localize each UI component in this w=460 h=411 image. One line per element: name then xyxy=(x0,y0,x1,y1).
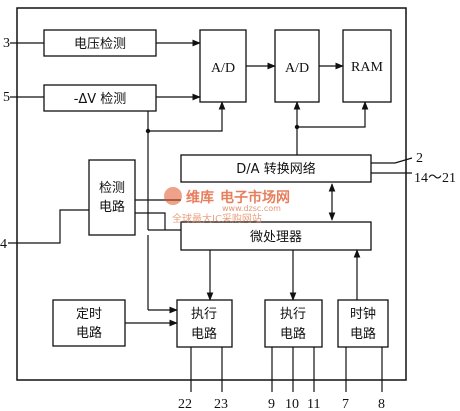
microprocessor-label: 微处理器 xyxy=(250,230,302,245)
ad1-label: A/D xyxy=(211,61,235,76)
detect-circuit-label-2: 电路 xyxy=(99,199,125,215)
da-network-label: D/A 转换网络 xyxy=(236,161,315,177)
voltage-detect-block: 电压检测 xyxy=(43,29,157,57)
watermark-site: 电子市场网 xyxy=(220,189,290,206)
timer-circuit-block: 定时 电路 xyxy=(52,299,126,347)
detect-circuit-label-1: 检测 xyxy=(99,181,125,196)
microprocessor-block: 微处理器 xyxy=(180,221,372,251)
exec-circuit-2-label-2: 电路 xyxy=(280,326,306,342)
clock-circuit-label-1: 时钟 xyxy=(350,306,376,322)
pin-9-label: 9 xyxy=(268,397,275,411)
pin-4-label: 4 xyxy=(0,237,7,252)
watermark: 维库 电子市场网 www.dzsc.com 全球最大IC采购网站 xyxy=(164,187,290,225)
dv-detect-label: -ΔV 检测 xyxy=(74,92,127,107)
exec-circuit-1-label-1: 执行 xyxy=(191,307,217,322)
pin-11-label: 11 xyxy=(307,397,320,411)
ad-converter-1: A/D xyxy=(199,29,247,103)
ad-converter-2: A/D xyxy=(274,29,320,103)
da-network-block: D/A 转换网络 xyxy=(180,154,372,183)
ram-block: RAM xyxy=(342,29,392,103)
pin-7-label: 7 xyxy=(342,397,349,411)
exec-circuit-1-label-2: 电路 xyxy=(191,326,217,342)
watermark-logo-icon xyxy=(164,187,182,205)
pin-14-21-label: 14～21 xyxy=(414,171,456,186)
watermark-url: www.dzsc.com xyxy=(222,204,281,213)
watermark-brand: 维库 xyxy=(186,189,214,206)
timer-circuit-label-1: 定时 xyxy=(76,307,102,322)
clock-circuit-label-2: 电路 xyxy=(350,326,376,342)
exec-circuit-1-block: 执行 电路 xyxy=(176,299,233,348)
pin-22-label: 22 xyxy=(178,397,192,411)
exec-circuit-2-block: 执行 电路 xyxy=(264,299,323,348)
ad2-label: A/D xyxy=(285,61,309,76)
exec-circuit-2-label-1: 执行 xyxy=(280,307,306,322)
pin-3-label: 3 xyxy=(3,36,10,51)
connection-lines xyxy=(8,39,413,392)
pin-5-label: 5 xyxy=(3,90,10,105)
ram-label: RAM xyxy=(351,60,383,75)
voltage-detect-label: 电压检测 xyxy=(74,37,126,52)
pin-2-label: 2 xyxy=(416,151,423,166)
clock-circuit-block: 时钟 电路 xyxy=(337,299,389,348)
timer-circuit-label-2: 电路 xyxy=(76,325,102,341)
dv-detect-block: -ΔV 检测 xyxy=(43,84,157,112)
pin-23-label: 23 xyxy=(214,397,228,411)
pin-10-label: 10 xyxy=(285,397,299,411)
chip-outline xyxy=(16,7,407,381)
pin-8-label: 8 xyxy=(378,397,385,411)
detect-circuit-block: 检测 电路 xyxy=(88,159,136,236)
watermark-slogan: 全球最大IC采购网站 xyxy=(172,212,262,225)
